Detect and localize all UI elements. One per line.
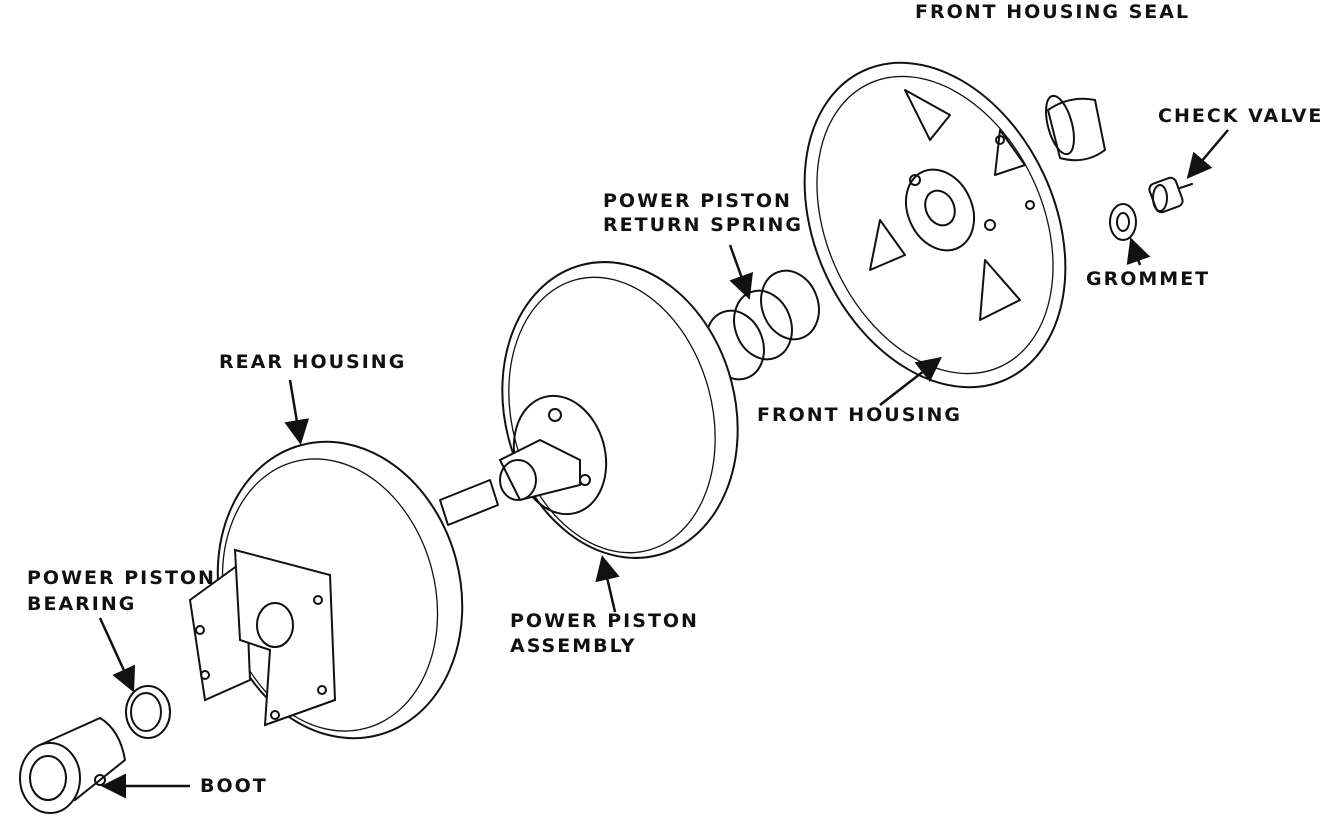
grommet-part: [1109, 203, 1137, 241]
boot-label: BOOT: [200, 775, 268, 797]
bearing-label-line1: POWER PISTON: [27, 567, 216, 589]
front-housing-label: FRONT HOUSING: [757, 404, 962, 426]
boot-part: [19, 716, 127, 814]
return-spring-label-line2: RETURN SPRING: [603, 214, 803, 236]
front-housing-seal-label: FRONT HOUSING SEAL: [915, 1, 1191, 23]
power-piston-assembly-label-line2: ASSEMBLY: [510, 635, 637, 657]
power-piston-bearing-part: [125, 685, 171, 739]
front-housing-arrow: [879, 356, 942, 406]
check-valve-part: [1148, 176, 1193, 214]
check-valve-arrow: [1186, 129, 1229, 179]
grommet-arrow: [1126, 237, 1151, 266]
bearing-arrow: [98, 617, 136, 693]
power-piston-assembly-part: [439, 261, 739, 559]
grommet-label: GROMMET: [1086, 268, 1211, 290]
power-piston-assembly-label-line1: POWER PISTON: [510, 610, 699, 632]
front-housing-part: [803, 61, 1067, 389]
bearing-label-line2: BEARING: [27, 593, 137, 615]
rear-housing-label: REAR HOUSING: [219, 351, 407, 373]
rear-housing-arrow: [284, 379, 310, 445]
return-spring-label-line1: POWER PISTON: [603, 190, 792, 212]
return-spring-arrow: [728, 244, 753, 300]
power-piston-assembly-arrow: [595, 555, 620, 613]
rear-housing-part: [188, 440, 464, 740]
check-valve-label: CHECK VALVE: [1158, 105, 1324, 127]
front-housing-seal-part: [1045, 94, 1107, 162]
